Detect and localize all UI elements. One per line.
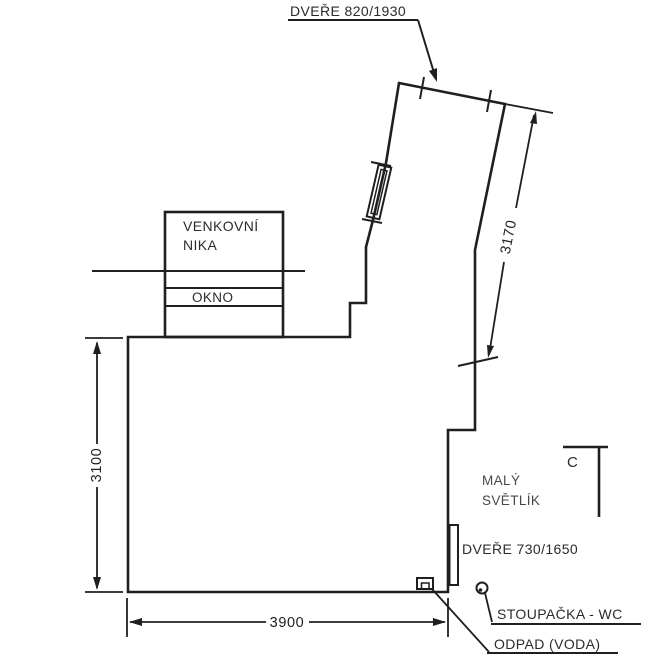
riser-symbol-circle — [475, 581, 489, 595]
dim3170-extension — [504, 103, 554, 114]
section-mark-letter: C — [567, 454, 578, 471]
wall-tick-marks — [361, 76, 499, 367]
tick-window-bottom — [361, 218, 383, 224]
dim3100-arrow-top — [93, 341, 101, 354]
skylight-label: MALÝ SVĚTLÍK — [482, 473, 540, 508]
dim3900-value: 3900 — [270, 615, 305, 631]
window-symbol-outer — [365, 163, 393, 221]
niche-label-line1: VENKOVNÍ — [183, 218, 259, 234]
dim3900-arrow-right — [433, 618, 446, 626]
tick-door-top-right — [486, 89, 492, 113]
dim3170-arrow-top — [530, 111, 537, 124]
section-mark: C — [563, 445, 608, 517]
door-top-leader — [417, 19, 436, 77]
skylight-label-line1: MALÝ — [482, 473, 520, 488]
dim3170-segment1 — [515, 114, 535, 209]
room-outline — [126, 81, 507, 594]
niche-label-line2: NIKA — [183, 237, 218, 253]
dim3900-arrow-left — [129, 618, 142, 626]
door-top-callout: DVEŘE 820/1930 — [288, 3, 437, 82]
skylight-label-line2: SVĚTLÍK — [482, 493, 540, 508]
dim3170-value: 3170 — [498, 218, 520, 255]
drain-leader — [431, 588, 490, 653]
window-symbol-inner — [370, 168, 388, 216]
dim3100-value: 3100 — [89, 448, 105, 483]
drain-label: ODPAD (VODA) — [494, 636, 600, 652]
dimension-bottom-wall: 3900 — [126, 598, 449, 637]
door-top-arrowhead — [429, 68, 437, 82]
riser-symbol-dot — [478, 588, 483, 592]
window-symbol — [365, 163, 393, 221]
window-label: OKNO — [192, 290, 233, 305]
door-right-leaf — [448, 524, 459, 586]
tick-dim3170-bottom — [457, 356, 499, 367]
tick-window-top — [370, 161, 392, 167]
riser-label: STOUPAČKA - WC — [497, 606, 623, 622]
riser-callout: STOUPAČKA - WC — [475, 581, 641, 625]
niche-box: VENKOVNÍ NIKA OKNO — [92, 210, 305, 339]
niche-rect — [163, 210, 285, 339]
door-top-label: DVEŘE 820/1930 — [290, 3, 406, 19]
tick-door-top-left — [419, 76, 425, 100]
drain-callout: ODPAD (VODA) — [416, 577, 618, 654]
door-right: DVEŘE 730/1650 — [448, 524, 578, 586]
dim3170-arrow-bottom — [487, 345, 494, 358]
room-outline-path — [126, 81, 507, 594]
dimension-left-wall: 3100 — [85, 337, 123, 593]
dimension-right-wall: 3170 — [487, 103, 554, 358]
door-right-label: DVEŘE 730/1650 — [462, 541, 578, 557]
dim3170-segment2 — [488, 261, 505, 356]
drain-symbol-inner — [420, 582, 430, 590]
dim3100-arrow-bottom — [93, 577, 101, 590]
riser-leader — [484, 592, 493, 623]
